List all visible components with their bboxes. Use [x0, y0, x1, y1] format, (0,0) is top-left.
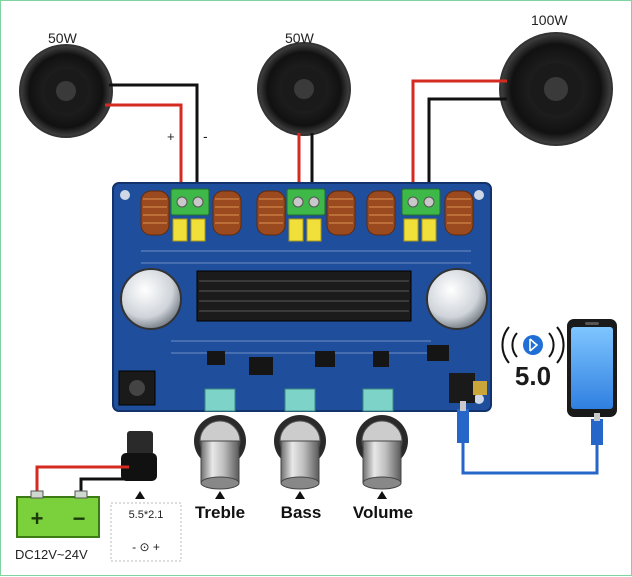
dc-jack-polarity: - ⊙ +	[132, 540, 160, 554]
battery	[16, 490, 100, 538]
bass-label: Bass	[281, 503, 322, 522]
knob-arrows	[135, 491, 387, 499]
aux-cable	[461, 441, 599, 475]
ic-chips	[207, 345, 449, 375]
speaker-wires	[105, 79, 507, 191]
board-aux-jack	[449, 373, 487, 403]
potentiometers	[204, 388, 394, 412]
battery-plus: +	[31, 506, 44, 531]
speaker-right-power: 100W	[531, 12, 568, 28]
aux-plugs	[457, 401, 603, 445]
heatsink	[196, 270, 412, 322]
dc-jack-spec-box	[110, 502, 182, 562]
speaker-middle-power: 50W	[285, 30, 315, 46]
board-dc-jack	[118, 370, 156, 406]
inductor-windings	[143, 198, 471, 224]
volume-label: Volume	[353, 503, 413, 522]
polarity-plus: +	[167, 129, 175, 144]
speaker-left	[19, 44, 113, 138]
electrolytic-capacitors	[120, 268, 488, 330]
speaker-left-power: 50W	[48, 30, 78, 46]
smartphone	[567, 319, 617, 417]
dc-jack-size: 5.5*2.1	[129, 509, 164, 521]
dc-plug	[121, 431, 157, 481]
speaker-right	[499, 32, 613, 146]
bass-knob	[274, 415, 326, 490]
speaker-terminals	[170, 188, 441, 216]
polarity-minus: -	[203, 128, 208, 144]
treble-knob	[194, 415, 246, 490]
treble-label: Treble	[195, 503, 245, 522]
speaker-middle	[257, 42, 351, 136]
battery-voltage: DC12V~24V	[15, 547, 88, 562]
inductors	[140, 190, 474, 236]
bluetooth-version: 5.0	[515, 361, 551, 391]
battery-minus: −	[73, 506, 86, 531]
film-capacitors	[172, 218, 437, 242]
bluetooth-icon	[501, 326, 565, 364]
volume-knob	[356, 415, 408, 490]
